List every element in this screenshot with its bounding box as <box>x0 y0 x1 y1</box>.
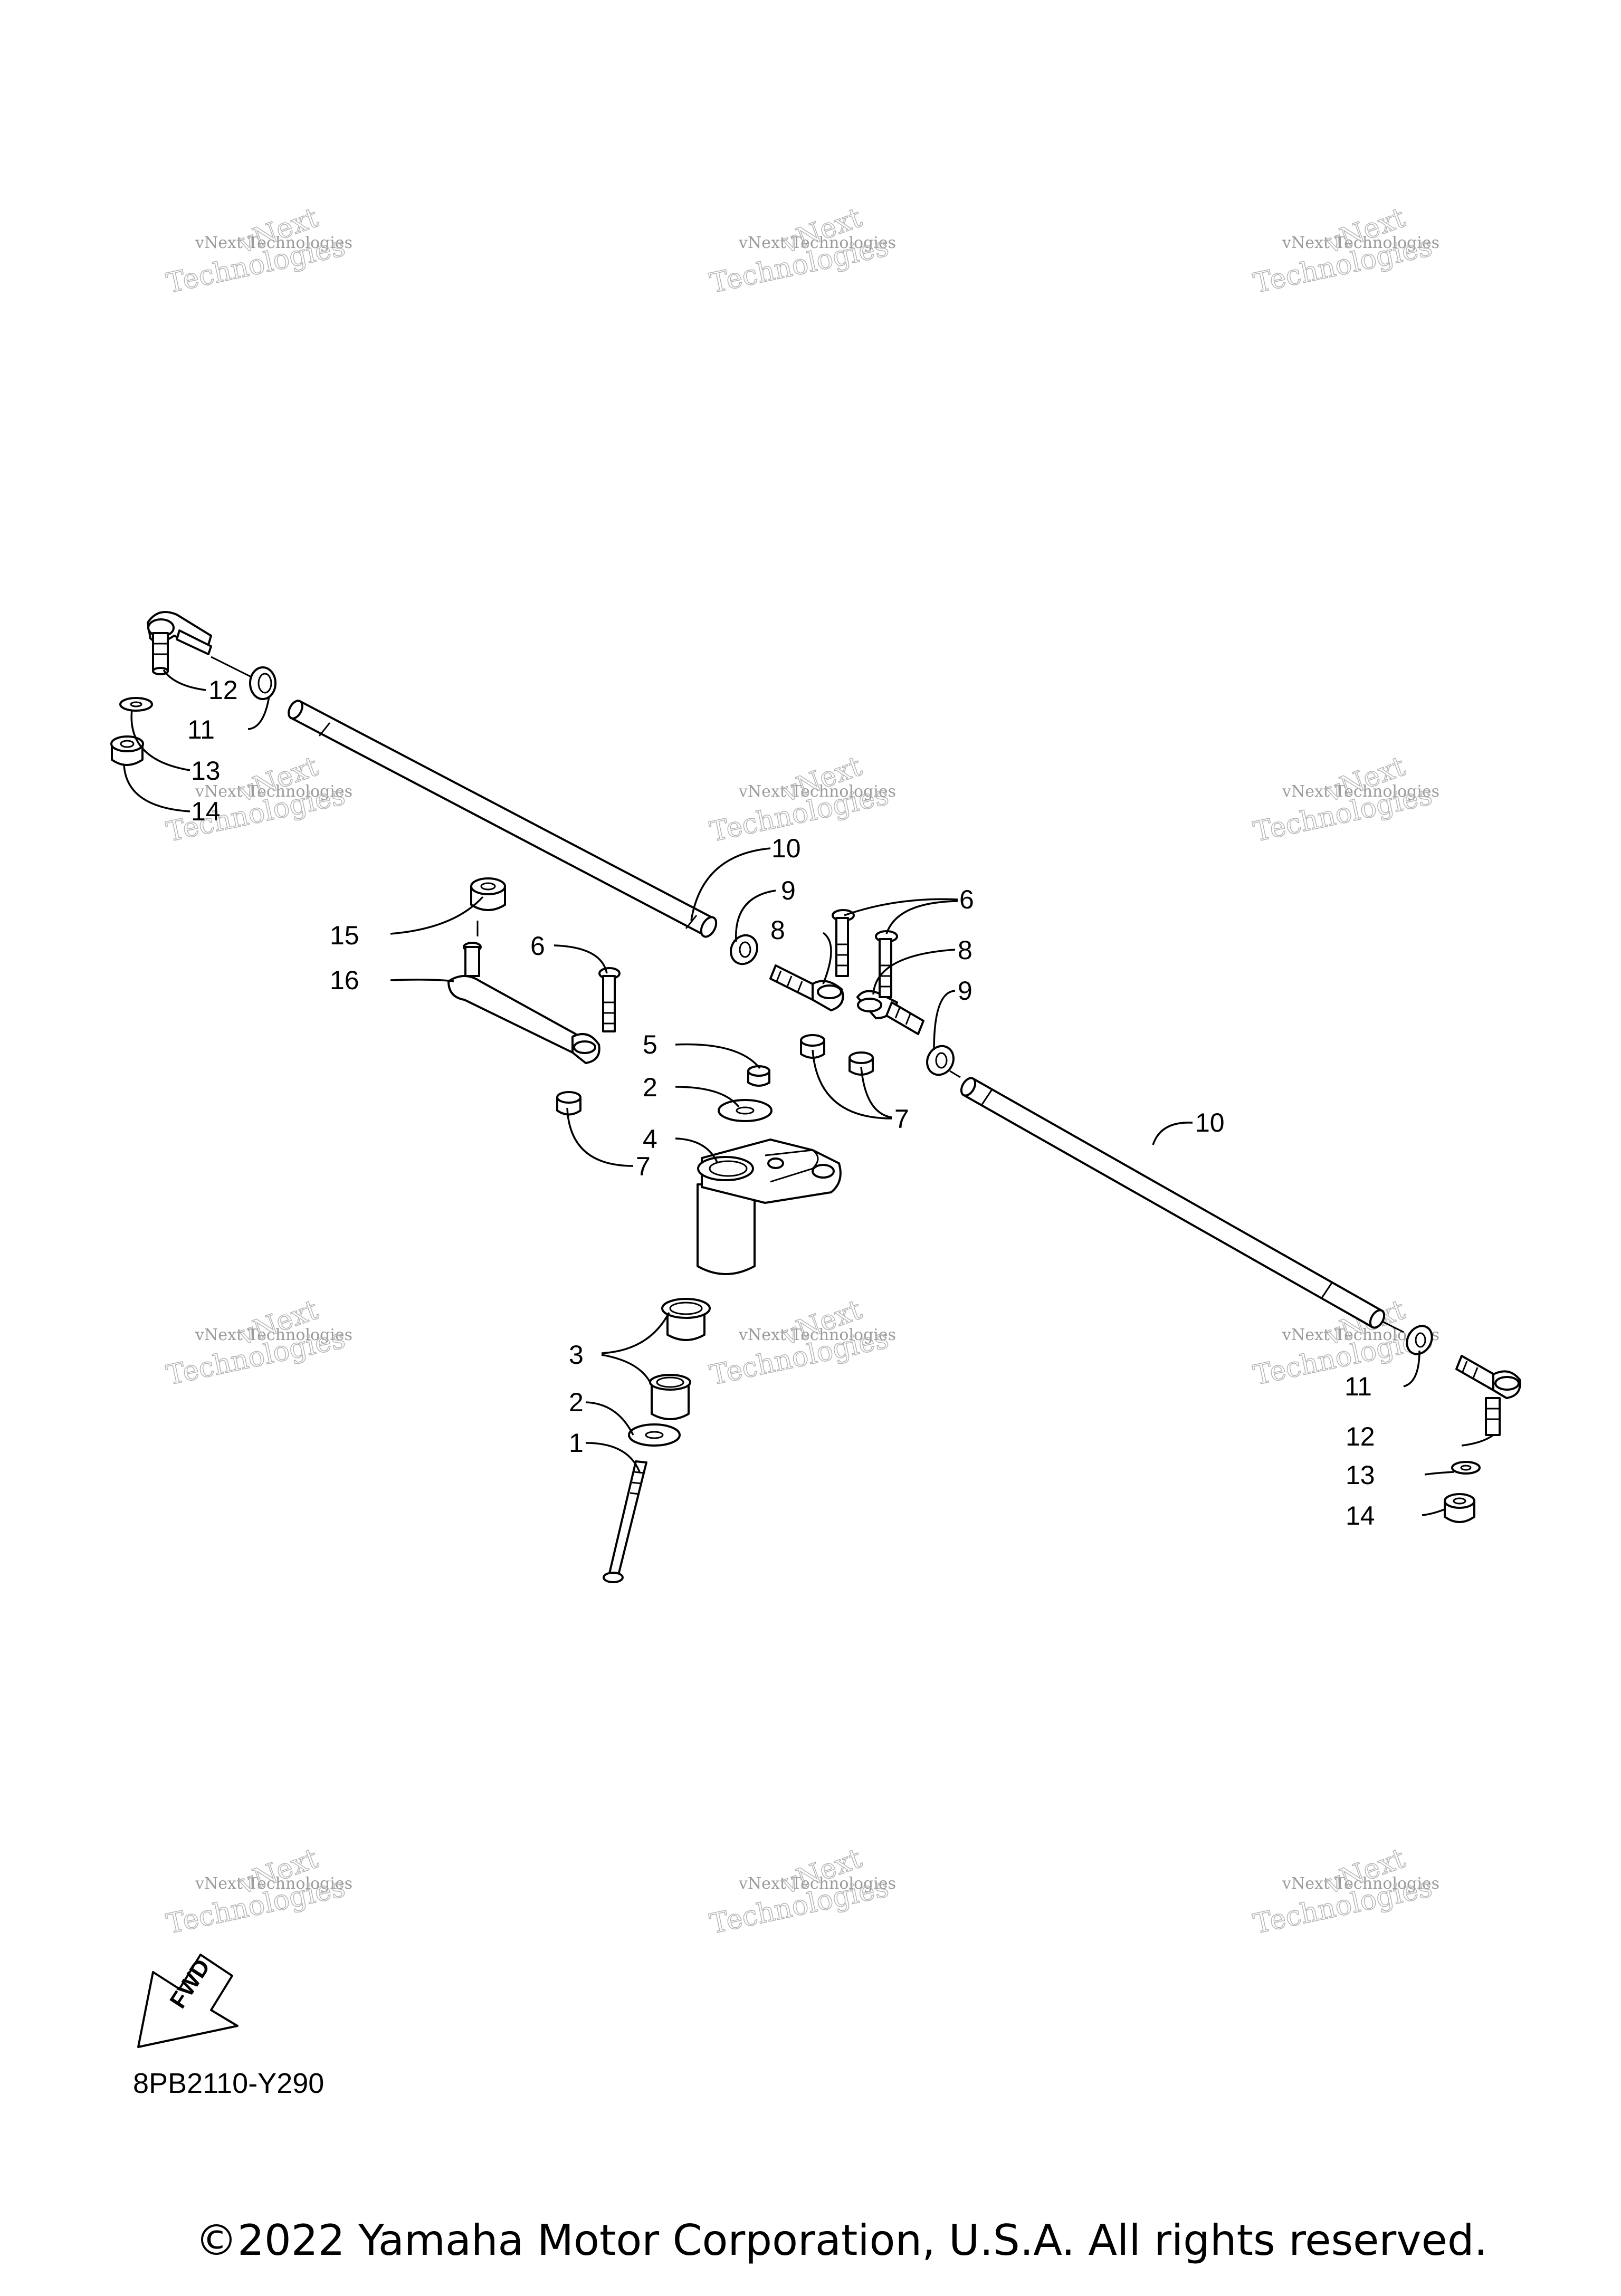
watermark-line1: vNext Technologies <box>738 1874 896 1893</box>
callout-11-right: 11 <box>1345 1372 1372 1401</box>
callout-13-left: 13 <box>191 756 221 786</box>
copyright-notice: ©2022 Yamaha Motor Corporation, U.S.A. A… <box>195 2216 1488 2265</box>
callout-4: 4 <box>643 1124 657 1154</box>
watermark: vNext Technologies Technologies vNext <box>707 1842 896 1941</box>
diagram-code: 8PB2110-Y290 <box>133 2068 325 2099</box>
fwd-arrow-icon: FWD <box>137 1954 239 2048</box>
callout-1: 1 <box>569 1428 584 1458</box>
callout-5: 5 <box>643 1030 657 1059</box>
callout-3: 3 <box>569 1340 584 1370</box>
callout-12-left: 12 <box>208 675 238 705</box>
washer-left <box>119 697 153 712</box>
leader-lines <box>123 669 1494 1516</box>
callout-16: 16 <box>330 965 359 995</box>
spacer-left <box>249 666 276 700</box>
watermark-line1: vNext Technologies <box>738 782 896 801</box>
nut-center-left <box>800 1034 825 1059</box>
watermark-line1: vNext Technologies <box>195 1874 352 1893</box>
watermark-line1: vNext Technologies <box>195 1326 352 1344</box>
watermark-line1: vNext Technologies <box>1282 234 1439 252</box>
bushing-upper <box>661 1298 711 1341</box>
spacer-middle-left <box>730 934 758 965</box>
callout-12-right: 12 <box>1346 1422 1375 1451</box>
callout-8-right: 8 <box>958 935 972 965</box>
watermark: vNext Technologies Technologies vNext <box>163 1294 352 1392</box>
tie-rod-upper <box>211 656 718 938</box>
callout-2-top: 2 <box>643 1073 657 1102</box>
callout-10-upper: 10 <box>771 834 801 863</box>
tie-rod-lower <box>949 1070 1404 1333</box>
watermark-line1: vNext Technologies <box>738 234 896 252</box>
spacer-middle-right <box>926 1045 955 1076</box>
bolt-center-left <box>832 909 855 977</box>
watermark-line1: vNext Technologies <box>1282 782 1439 801</box>
bushing-lower <box>649 1374 691 1420</box>
bolt-center-right <box>875 930 898 998</box>
watermark: vNext Technologies Technologies vNext <box>163 202 352 300</box>
relay-rod <box>447 921 600 1064</box>
watermark-line1: vNext Technologies <box>195 782 352 801</box>
pivot-arm <box>697 1139 842 1275</box>
callout-labels: 12 11 13 14 10 9 8 6 8 9 7 10 11 12 13 1… <box>187 675 1375 1530</box>
watermark: vNext Technologies Technologies vNext <box>1250 750 1439 849</box>
callout-2-bottom: 2 <box>569 1388 584 1417</box>
watermark-line1: vNext Technologies <box>195 234 352 252</box>
callout-9-left: 9 <box>781 876 796 905</box>
pivot-bolt <box>603 1460 647 1583</box>
watermark: vNext Technologies Technologies vNext <box>163 1842 352 1941</box>
tie-rod-end-left <box>147 611 212 675</box>
watermark: vNext Technologies Technologies vNext <box>707 202 896 300</box>
nut-pivot-top <box>747 1065 770 1087</box>
watermark: vNext Technologies Technologies vNext <box>707 750 896 849</box>
callout-7-center: 7 <box>894 1104 909 1134</box>
nut-left <box>110 735 144 766</box>
callout-14-right: 14 <box>1346 1501 1375 1530</box>
spacer-right <box>1406 1325 1433 1355</box>
watermark: vNext Technologies Technologies vNext <box>707 1294 896 1392</box>
callout-6-center: 6 <box>959 885 974 914</box>
callout-13-right: 13 <box>1346 1460 1375 1490</box>
callout-8-left: 8 <box>770 915 785 945</box>
callout-15: 15 <box>330 921 359 950</box>
callout-11-left: 11 <box>187 715 215 744</box>
nut-relay-rod <box>470 877 506 911</box>
washer-right <box>1451 1461 1481 1475</box>
watermark-line1: vNext Technologies <box>1282 1874 1439 1893</box>
callout-14-left: 14 <box>191 797 221 826</box>
watermark: vNext Technologies Technologies vNext <box>1250 202 1439 300</box>
callout-9-right: 9 <box>958 976 972 1006</box>
nut-relay-bottom <box>556 1091 581 1116</box>
callout-7-relay: 7 <box>636 1152 651 1181</box>
tie-rod-end-inner-left <box>769 964 844 1011</box>
callout-6-relay: 6 <box>530 931 545 961</box>
washer-pivot-bottom <box>628 1423 681 1447</box>
tie-rod-end-right <box>1455 1355 1521 1436</box>
tie-rod-end-inner-right <box>856 990 924 1035</box>
watermark-grid: vNext Technologies Technologies vNext vN… <box>163 202 1439 1941</box>
bolt-relay <box>598 967 621 1032</box>
watermark: vNext Technologies Technologies vNext <box>1250 1842 1439 1941</box>
washer-pivot-top <box>718 1099 773 1122</box>
watermark-line1: vNext Technologies <box>738 1326 896 1344</box>
nut-right <box>1444 1493 1475 1523</box>
callout-10-lower: 10 <box>1195 1108 1225 1137</box>
